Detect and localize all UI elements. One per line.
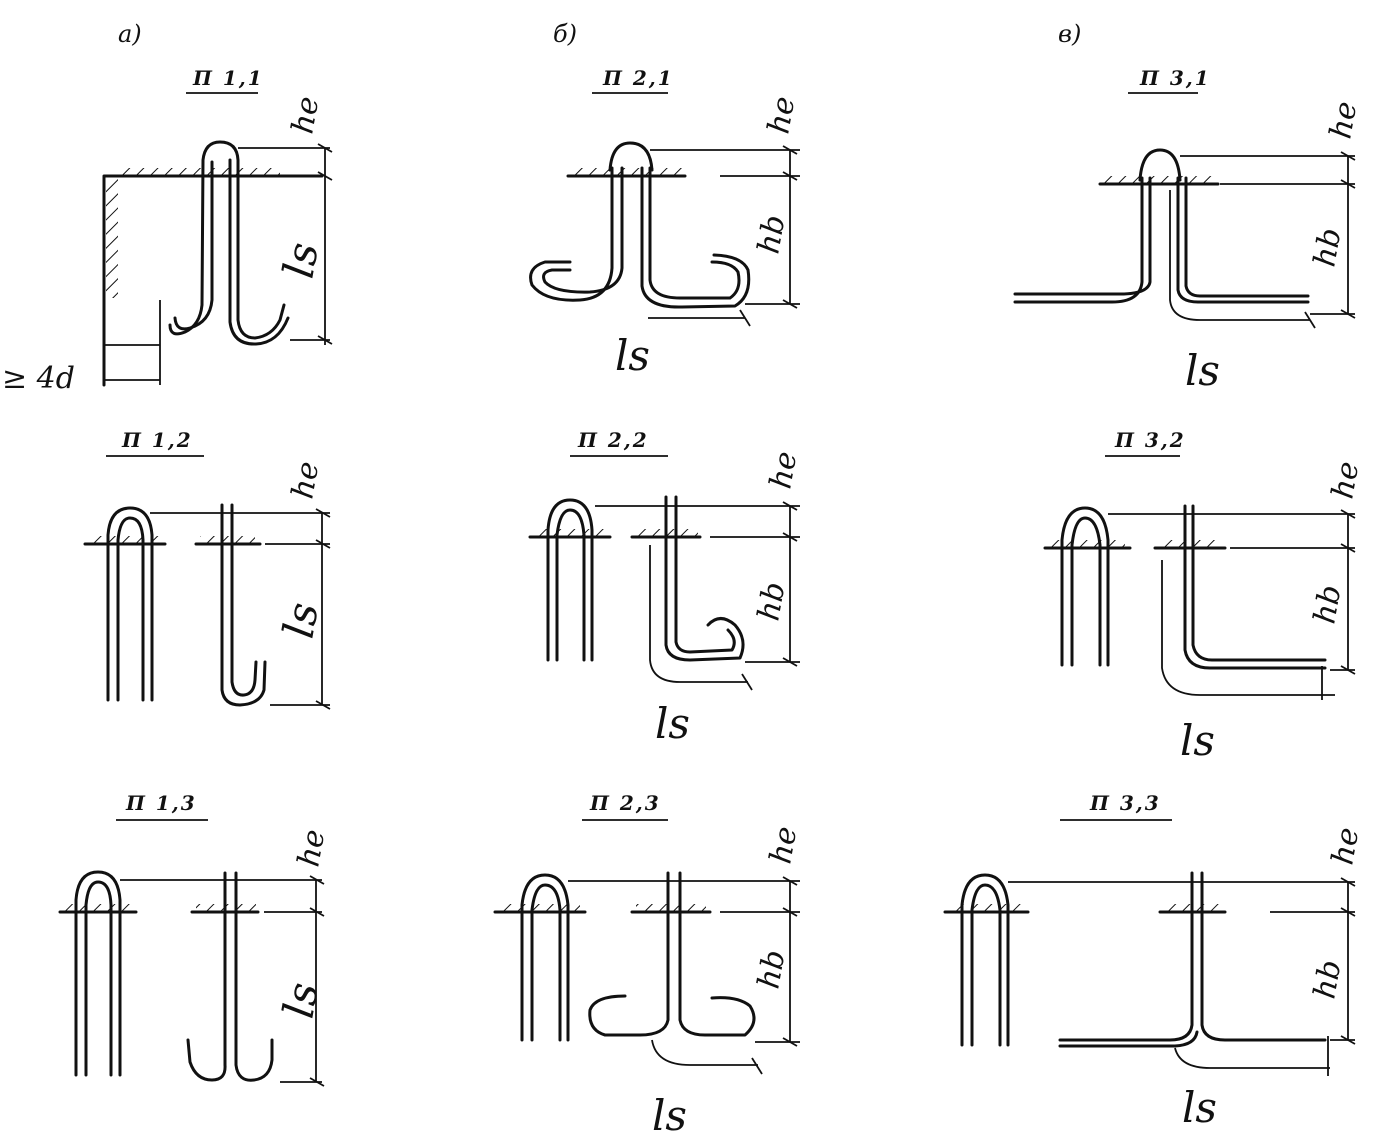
figure-p32: he hb ls: [1043, 459, 1366, 765]
svg-text:П 2,3: П 2,3: [589, 791, 661, 815]
svg-text:ls: ls: [1182, 1083, 1217, 1132]
svg-text:ls: ls: [1185, 346, 1220, 395]
svg-text:he: he: [285, 94, 326, 137]
code-p22: П 2,2: [570, 428, 668, 457]
svg-text:ls: ls: [274, 599, 328, 642]
svg-text:hb: hb: [1307, 957, 1348, 1001]
figure-p33: he hb ls: [943, 825, 1366, 1132]
svg-text:he: he: [761, 94, 802, 137]
column-label-a: а): [118, 20, 142, 48]
svg-text:П 1,1: П 1,1: [192, 66, 264, 90]
svg-text:ls: ls: [655, 699, 690, 748]
code-p21: П 2,1: [592, 66, 674, 94]
svg-text:he: he: [1325, 825, 1366, 868]
column-label-v: в): [1058, 20, 1081, 48]
figure-p13: he ls: [58, 827, 332, 1087]
svg-text:hb: hb: [1307, 225, 1348, 269]
svg-text:he: he: [291, 827, 332, 870]
svg-text:ls: ls: [274, 239, 328, 282]
figure-p11: he ls ≥ 4d: [2, 94, 333, 396]
figure-p12: he ls: [83, 459, 331, 710]
svg-text:П 2,1: П 2,1: [602, 66, 674, 90]
figure-p21: he hb ls: [529, 94, 802, 380]
figure-p22: he hb ls: [528, 449, 804, 748]
code-p33: П 3,3: [1060, 791, 1172, 821]
svg-text:П 3,1: П 3,1: [1139, 66, 1211, 90]
svg-text:П 2,2: П 2,2: [577, 428, 649, 452]
code-p13: П 1,3: [116, 791, 208, 821]
svg-text:П 3,2: П 3,2: [1114, 428, 1186, 452]
code-p11: П 1,1: [186, 66, 264, 94]
svg-text:ls: ls: [615, 331, 650, 380]
code-p23: П 2,3: [582, 791, 668, 821]
svg-text:he: he: [1323, 99, 1364, 142]
svg-text:П 3,3: П 3,3: [1089, 791, 1161, 815]
figure-p31: he hb ls: [1013, 99, 1364, 395]
code-p12: П 1,2: [106, 428, 204, 457]
column-label-b: б): [553, 20, 577, 48]
svg-text:П 1,2: П 1,2: [121, 428, 193, 452]
svg-text:hb: hb: [1307, 582, 1348, 626]
svg-text:ls: ls: [274, 979, 328, 1022]
svg-text:he: he: [1325, 459, 1366, 502]
svg-text:he: he: [285, 459, 326, 502]
svg-text:П 1,3: П 1,3: [125, 791, 197, 815]
svg-text:he: he: [763, 449, 804, 492]
svg-text:hb: hb: [751, 947, 792, 991]
svg-text:ls: ls: [1180, 716, 1215, 765]
code-p32: П 3,2: [1105, 428, 1186, 457]
svg-text:he: he: [763, 824, 804, 867]
code-p31: П 3,1: [1128, 66, 1211, 94]
svg-text:hb: hb: [751, 212, 792, 256]
figure-p23: he hb ls: [493, 824, 804, 1140]
svg-text:≥ 4d: ≥ 4d: [2, 361, 75, 396]
svg-text:hb: hb: [751, 579, 792, 623]
svg-text:ls: ls: [652, 1091, 687, 1140]
